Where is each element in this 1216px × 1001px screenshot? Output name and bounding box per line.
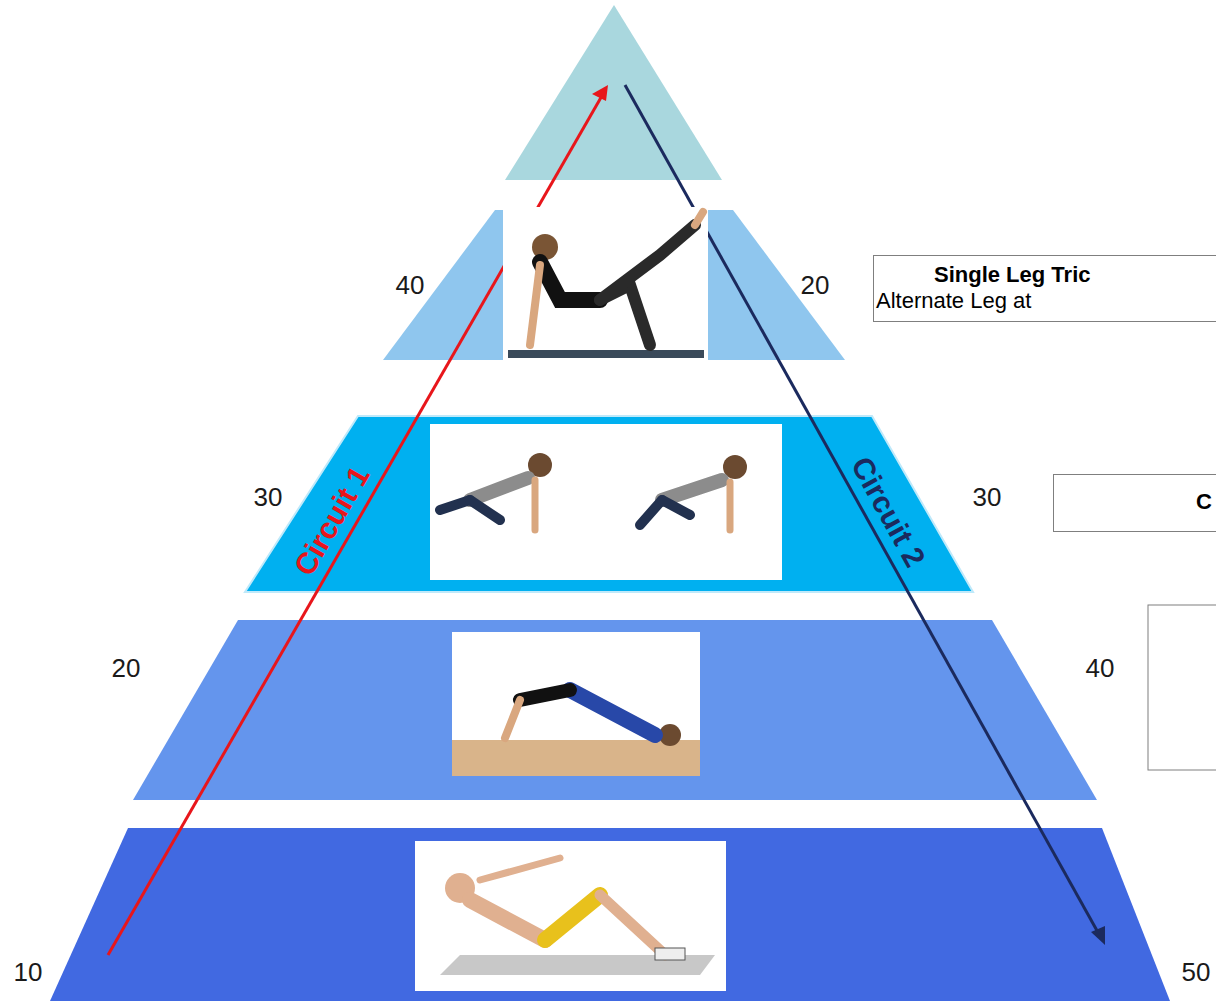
pyramid-band xyxy=(133,620,1097,800)
arrow-head xyxy=(592,85,608,101)
text-box: C xyxy=(1053,474,1216,532)
exercise-photo xyxy=(430,424,782,580)
pyramid-top xyxy=(505,5,722,180)
exercise-title: Single Leg Tric xyxy=(874,256,1216,288)
text-box xyxy=(1148,605,1216,770)
rep-count: 50 xyxy=(1182,957,1211,987)
rep-count: 20 xyxy=(112,653,141,683)
arrow-head xyxy=(1091,926,1105,945)
exercise-photo xyxy=(452,632,700,776)
rep-count: 30 xyxy=(254,482,283,512)
pyramid-band xyxy=(245,416,973,592)
rep-count: 40 xyxy=(1086,653,1115,683)
rep-count: 30 xyxy=(973,482,1002,512)
pyramid-band xyxy=(50,828,1170,1001)
exercise-title: C xyxy=(1054,475,1216,515)
exercise-note: Alternate Leg at xyxy=(874,288,1216,314)
rep-count: 10 xyxy=(14,957,43,987)
exercise-photo xyxy=(415,841,726,991)
exercise-photo xyxy=(503,207,708,362)
rep-count: 20 xyxy=(801,270,830,300)
text-box: Single Leg TricAlternate Leg at xyxy=(873,255,1216,322)
rep-count: 40 xyxy=(396,270,425,300)
